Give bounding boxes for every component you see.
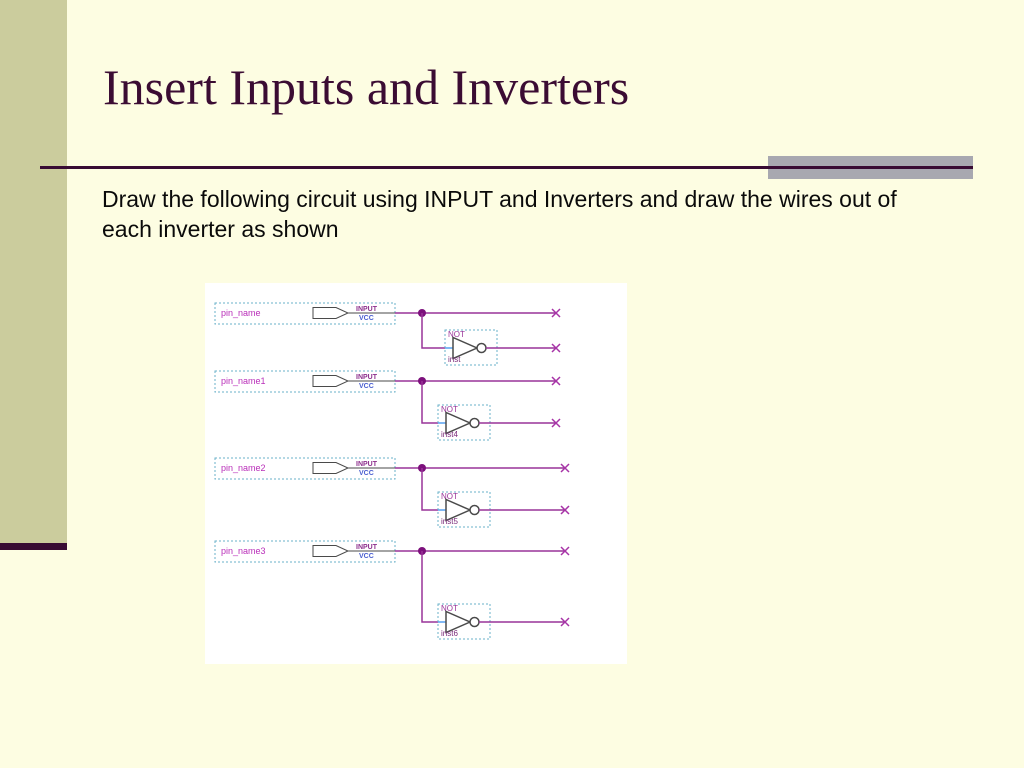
wire-endpoint-x-icon xyxy=(560,505,570,515)
vcc-label: VCC xyxy=(359,470,374,477)
vcc-label: VCC xyxy=(359,315,374,322)
input-pin-icon xyxy=(312,375,350,387)
gate-instance-label: inst xyxy=(448,355,461,364)
wire xyxy=(421,551,438,623)
inverter-triangle-icon xyxy=(445,610,472,634)
title-underline xyxy=(40,166,973,169)
gate-instance-label: inst6 xyxy=(441,629,458,638)
not-gate-block: NOT inst xyxy=(444,329,498,366)
circuit-diagram: pin_name INPUT VCC NOT inst xyxy=(205,283,627,664)
slide-title: Insert Inputs and Inverters xyxy=(103,59,630,115)
wire-endpoint-x-icon xyxy=(560,463,570,473)
wire-endpoint-x-icon xyxy=(551,343,561,353)
input-pin-block: pin_name1 INPUT VCC xyxy=(214,370,396,393)
vcc-label: VCC xyxy=(359,383,374,390)
inverter-bubble-icon xyxy=(469,504,480,516)
sidebar-bottom-bar xyxy=(0,543,67,550)
not-gate-label: NOT xyxy=(441,405,458,414)
pin-label: pin_name xyxy=(221,308,261,318)
input-pin-block: pin_name2 INPUT VCC xyxy=(214,457,396,480)
wire-endpoint-x-icon xyxy=(551,308,561,318)
inverter-bubble-icon xyxy=(476,342,487,354)
input-pin-icon xyxy=(312,307,350,319)
slide-body-text: Draw the following circuit using INPUT a… xyxy=(102,184,897,244)
vcc-label: VCC xyxy=(359,553,374,560)
pin-label: pin_name1 xyxy=(221,376,266,386)
inverter-bubble-icon xyxy=(469,616,480,628)
body-text-line-1: Draw the following circuit using INPUT a… xyxy=(102,186,897,212)
input-pin-icon xyxy=(312,462,350,474)
wire xyxy=(421,468,438,511)
wire-endpoint-x-icon xyxy=(560,546,570,556)
wire-endpoint-x-icon xyxy=(551,418,561,428)
not-gate-label: NOT xyxy=(448,330,465,339)
input-type-label: INPUT xyxy=(356,374,378,381)
input-pin-icon xyxy=(312,545,350,557)
inverter-bubble-icon xyxy=(469,417,480,429)
inverter-triangle-icon xyxy=(445,498,472,522)
not-gate-label: NOT xyxy=(441,604,458,613)
wire xyxy=(421,313,445,349)
inverter-triangle-icon xyxy=(445,411,472,435)
gate-instance-label: inst4 xyxy=(441,430,458,439)
wire-endpoint-x-icon xyxy=(551,376,561,386)
body-text-line-2: each inverter as shown xyxy=(102,216,339,242)
input-type-label: INPUT xyxy=(356,544,378,551)
gate-instance-label: inst5 xyxy=(441,517,458,526)
input-type-label: INPUT xyxy=(356,461,378,468)
pin-label: pin_name2 xyxy=(221,463,266,473)
inverter-triangle-icon xyxy=(452,336,479,360)
input-pin-block: pin_name INPUT VCC xyxy=(214,302,396,325)
not-gate-label: NOT xyxy=(441,492,458,501)
wire-endpoint-x-icon xyxy=(560,617,570,627)
input-type-label: INPUT xyxy=(356,306,378,313)
input-pin-block: pin_name3 INPUT VCC xyxy=(214,540,396,563)
pin-label: pin_name3 xyxy=(221,546,266,556)
not-gate-block: NOT inst4 xyxy=(437,404,491,441)
sidebar-strip xyxy=(0,0,67,543)
wire xyxy=(421,381,438,424)
